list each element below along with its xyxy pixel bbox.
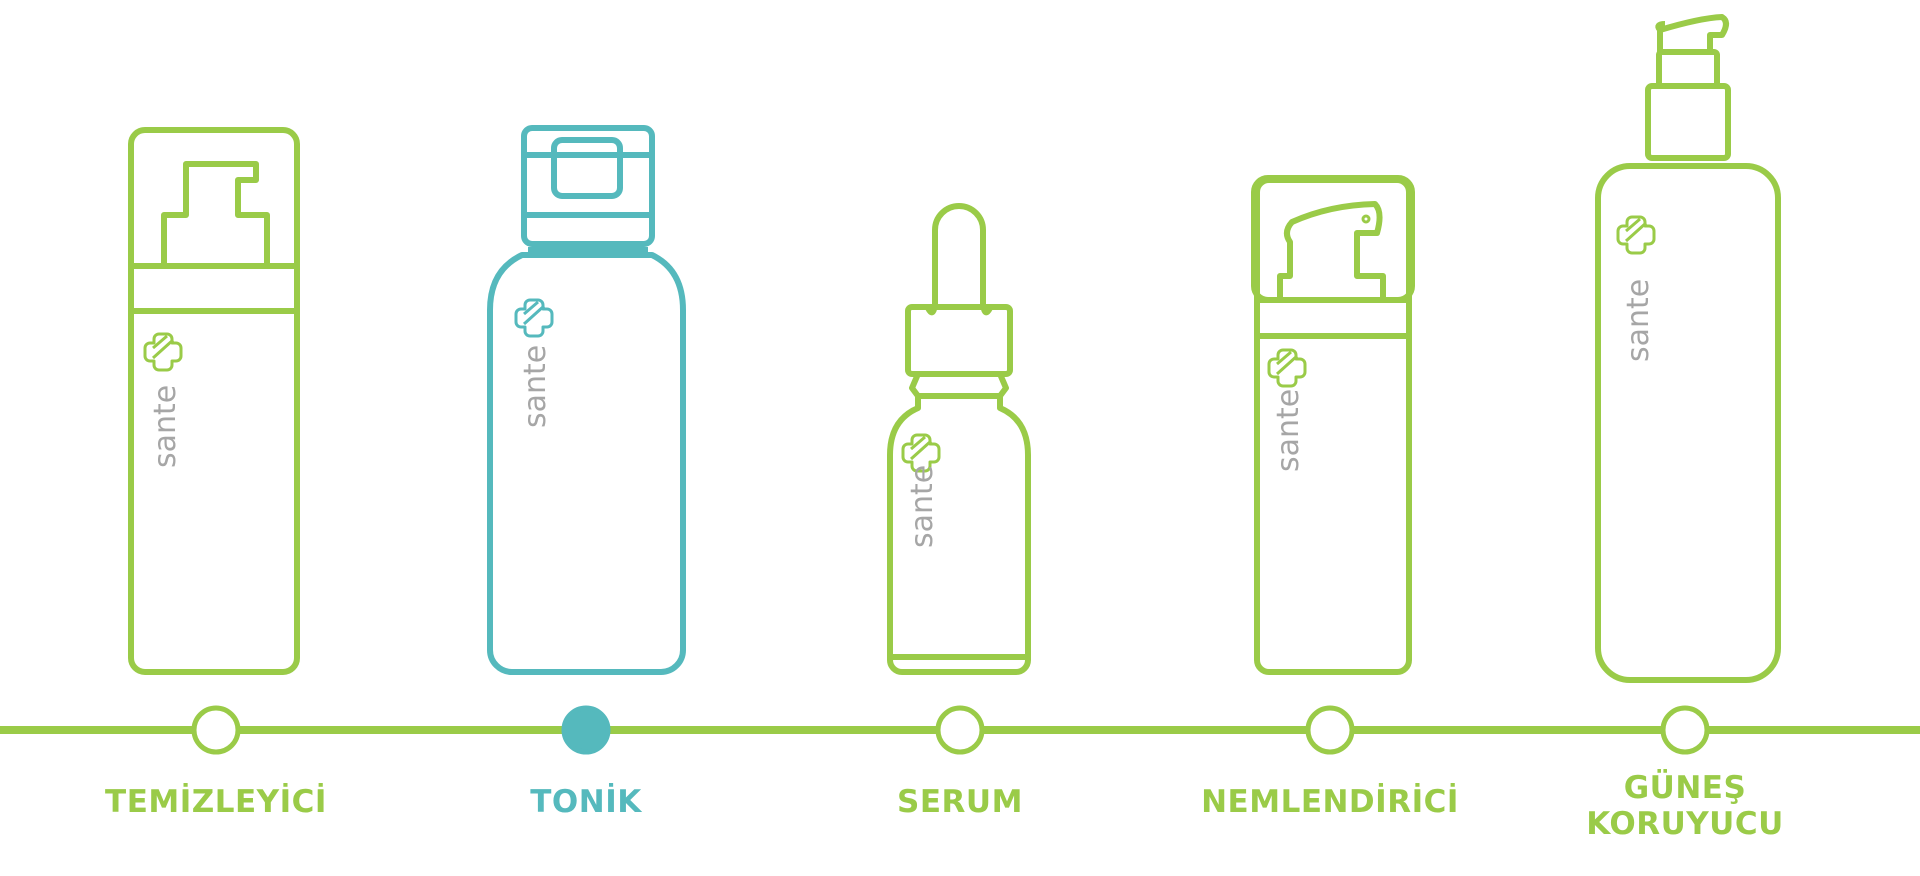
timeline-step-label[interactable]: TEMİZLEYİCİ — [105, 784, 327, 820]
brand-logo-mark-icon — [516, 300, 552, 336]
timeline-step-marker[interactable] — [1660, 705, 1710, 755]
pump-lotion-bottle-icon: sante — [1251, 175, 1415, 675]
timeline-step-marker[interactable] — [935, 705, 985, 755]
timeline-step-label[interactable]: GÜNEŞ KORUYUCU — [1586, 770, 1784, 842]
brand-logo-text: sante — [148, 385, 183, 468]
timeline-step-label[interactable]: TONİK — [530, 784, 642, 820]
timeline-step-marker[interactable] — [1305, 705, 1355, 755]
brand-logo-text: sante — [1621, 279, 1656, 362]
pump-foam-bottle-icon: sante — [128, 127, 300, 675]
brand-logo-text: sante — [905, 465, 940, 548]
brand-logo-text: sante — [1271, 389, 1306, 472]
pump-dispenser-bottle-icon: sante — [1595, 14, 1781, 683]
timeline-step-marker[interactable] — [191, 705, 241, 755]
timeline-markers — [191, 705, 1710, 755]
timeline-step-marker[interactable] — [561, 705, 611, 755]
brand-logo-mark-icon — [1269, 350, 1305, 386]
brand-logo-mark-icon — [145, 334, 181, 370]
dropper-bottle-icon: sante — [887, 203, 1031, 675]
brand-logo-mark-icon — [1618, 217, 1654, 253]
timeline-step-label[interactable]: SERUM — [897, 784, 1023, 820]
timeline-step-label[interactable]: NEMLENDİRİCİ — [1201, 784, 1459, 820]
brand-logo-text: sante — [518, 345, 553, 428]
flip-cap-bottle-icon: sante — [487, 125, 686, 675]
